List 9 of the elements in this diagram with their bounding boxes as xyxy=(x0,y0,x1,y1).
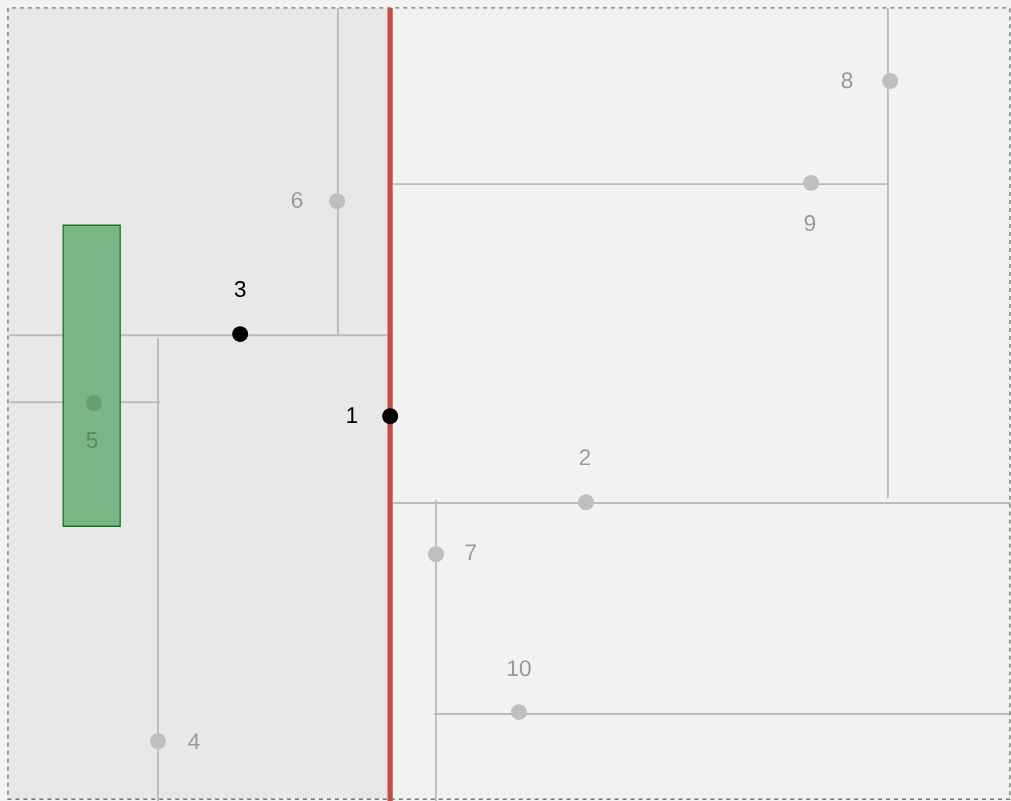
point-label: 3 xyxy=(234,280,246,297)
point-label: 6 xyxy=(291,191,303,208)
point-label: 9 xyxy=(804,215,816,232)
point-label: 8 xyxy=(841,72,853,89)
point-label: 2 xyxy=(579,449,590,466)
point-label: 4 xyxy=(188,733,200,749)
point-label: 10 xyxy=(508,660,531,677)
point-label: 1 xyxy=(347,407,358,423)
point-label: 7 xyxy=(465,544,476,560)
